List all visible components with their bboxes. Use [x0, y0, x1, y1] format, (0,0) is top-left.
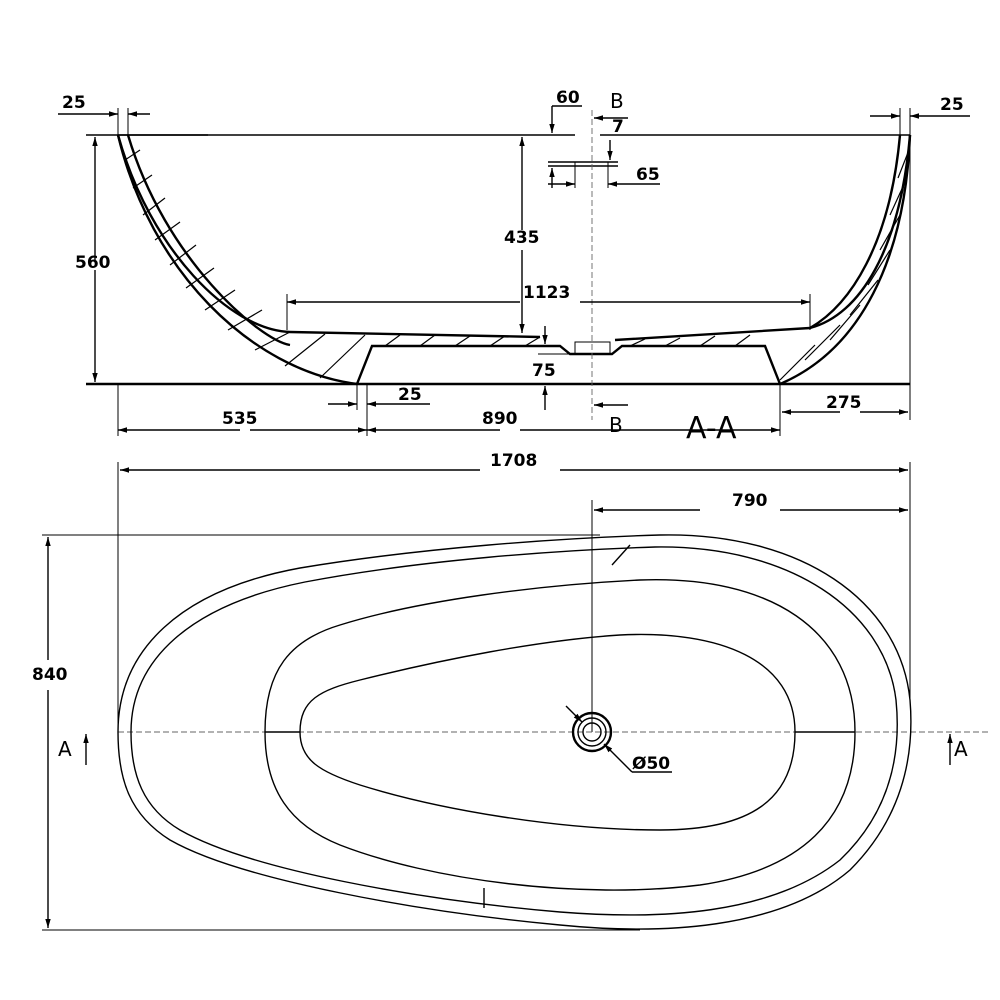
section-a-left-label: A: [58, 737, 72, 761]
dim-base-length: 890: [482, 409, 518, 429]
drain-icon: [565, 705, 672, 773]
dim-total-length: 1708: [490, 451, 537, 471]
section-b-top-label: B: [610, 89, 624, 113]
outer-rim-outline: [117, 534, 912, 930]
section-title: A-A: [686, 411, 737, 446]
dim-rim-right: 25: [940, 95, 964, 115]
dim-drain-offset: 790: [732, 491, 768, 511]
dim-base-height: 75: [532, 361, 556, 381]
dim-height-total: 560: [75, 253, 111, 273]
dim-overflow-width: 65: [636, 165, 660, 185]
inner-rim-outline: [130, 546, 898, 916]
basin-outline: [264, 579, 856, 891]
dim-total-width: 840: [32, 665, 68, 685]
dim-base-wall: 25: [398, 385, 422, 405]
section-view: 25 25 60 B 7 65 560 435 1123: [58, 88, 970, 446]
dim-rim-left: 25: [62, 93, 86, 113]
dim-left-offset: 535: [222, 409, 258, 429]
section-b-bottom-label: B: [609, 413, 623, 437]
dim-overflow-gap: 7: [612, 117, 624, 137]
dim-overflow-offset: 60: [556, 88, 580, 108]
dim-inner-bottom: 1123: [523, 283, 570, 303]
section-a-right-label: A: [954, 737, 968, 761]
dim-right-offset: 275: [826, 393, 862, 413]
plan-view: 1708 790 840 Ø50: [32, 451, 990, 931]
dim-depth: 435: [504, 228, 540, 248]
base-plinth: [355, 344, 782, 385]
dim-drain-diameter: Ø50: [632, 754, 670, 774]
shell-section: [86, 134, 912, 386]
drain-section: [574, 341, 611, 355]
